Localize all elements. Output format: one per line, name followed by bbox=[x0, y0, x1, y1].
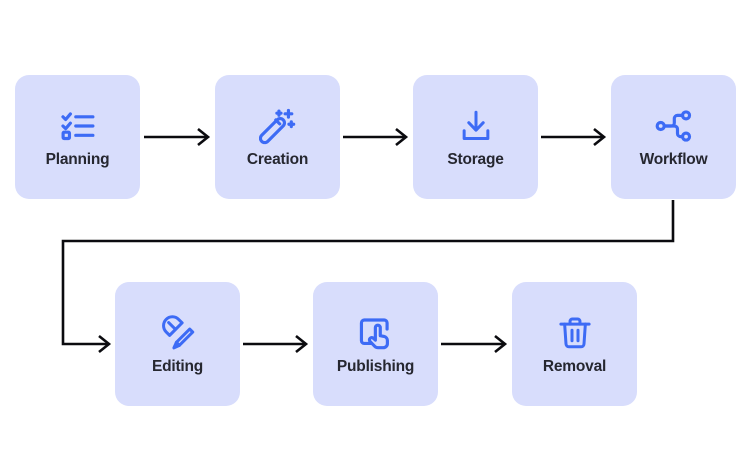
node-label: Workflow bbox=[639, 151, 708, 169]
node-label: Editing bbox=[151, 358, 204, 376]
edge-storage-to-workflow bbox=[541, 127, 607, 147]
node-label: Storage bbox=[447, 151, 504, 169]
node-label: Planning bbox=[45, 151, 110, 169]
node-editing[interactable]: Editing bbox=[115, 282, 240, 406]
click-hand-icon bbox=[356, 313, 396, 353]
pen-brush-icon bbox=[158, 313, 198, 353]
node-planning[interactable]: Planning bbox=[15, 75, 140, 199]
node-storage[interactable]: Storage bbox=[413, 75, 538, 199]
node-creation[interactable]: Creation bbox=[215, 75, 340, 199]
node-label: Removal bbox=[542, 358, 607, 376]
edge-planning-to-creation bbox=[144, 127, 211, 147]
trash-icon bbox=[555, 313, 595, 353]
node-label: Creation bbox=[246, 151, 309, 169]
edge-publishing-to-removal bbox=[441, 334, 508, 354]
node-removal[interactable]: Removal bbox=[512, 282, 637, 406]
git-branch-icon bbox=[654, 106, 694, 146]
magic-wand-icon bbox=[258, 106, 298, 146]
node-workflow[interactable]: Workflow bbox=[611, 75, 736, 199]
node-label: Publishing bbox=[336, 358, 415, 376]
edge-creation-to-storage bbox=[343, 127, 409, 147]
download-icon bbox=[456, 106, 496, 146]
checklist-icon bbox=[58, 106, 98, 146]
node-publishing[interactable]: Publishing bbox=[313, 282, 438, 406]
edge-editing-to-publishing bbox=[243, 334, 309, 354]
